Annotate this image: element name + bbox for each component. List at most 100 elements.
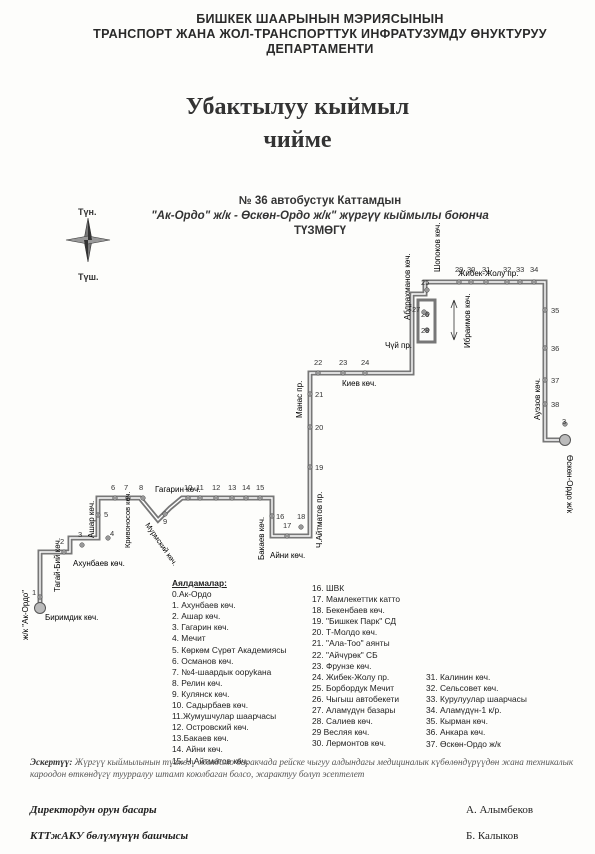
stop-number: 17 [283,521,291,530]
stop-number: 16 [276,512,284,521]
street-gagarin: Гагарин көч. [155,485,200,494]
stop-number: 33 [516,265,524,274]
compass-icon [65,217,111,263]
header-line-2: ТРАНСПОРТ ЖАНА ЖОЛ-ТРАНСПОРТТУК ИНФРАТУЗ… [93,27,547,41]
stop-marker [229,495,235,501]
legend-title: Аялдамалар: [172,578,227,588]
stop-marker [284,533,290,539]
stop-number: 2 [60,537,64,546]
legend-item: 0.Ак-Ордо [172,589,212,600]
stop-number: 37 [551,376,559,385]
stop-number: 31 [482,265,490,274]
stop-marker [421,309,427,315]
stop-marker [424,327,430,333]
street-murmansk: Мурмский көч. [143,521,179,567]
title-line-2: чийме [263,127,332,153]
stop-marker [105,535,111,541]
header-line-1: БИШКЕК ШААРЫНЫН МЭРИЯСЫНЫН [196,12,444,26]
stop-number: 25 [421,278,429,287]
stop-marker [307,391,313,397]
street-auezov: Ауэзов көч. [533,378,542,420]
stop-number: 32 [503,265,511,274]
stop-number: 6 [111,483,115,492]
legend-item: 21. "Ала-Тоо" аянты [312,638,390,649]
stop-marker [340,370,346,376]
stop-number: 24 [361,358,369,367]
legend-item: 15. Ч.Айтматов көч. [172,755,249,766]
legend-item: 37. Өскөн-Ордо ж/к [426,738,501,749]
stop-number: 23 [339,358,347,367]
stop-marker [79,542,85,548]
stop-number: 29 [455,265,463,274]
compass-north-label: Түн. [78,207,96,217]
street-shopokov: Шопоков көч. [433,223,442,272]
legend-item: 9. Кулянск көч. [172,688,230,699]
street-chui: Чүй пр. [385,341,412,350]
street-aitmatov: Ч.Айтматов пр. [315,492,324,548]
legend-item: 7. №4-шаардык ооруkана [172,666,272,677]
signature-name-1: А. Алымбеков [466,804,534,816]
stop-marker [298,524,304,530]
title-line-1: Убактылуу кыймыл [185,94,410,120]
signature-name-2: Б. Калыков [466,830,519,842]
stop-marker [562,421,568,427]
header-line-3: ДЕПАРТАМЕНТИ [266,42,374,56]
stop-marker [483,279,489,285]
legend-item: 34. Аламүдүн-1 к/р. [426,705,502,716]
stop-marker [362,370,368,376]
stop-marker [213,495,219,501]
subtitle-line-3: ТҮЗМӨГҮ [293,225,347,237]
street-birimdik: Биримдик көч. [45,613,98,622]
stop-number: 28 [421,326,429,335]
legend-item: 35. Кырман көч. [426,716,488,727]
stop-number: 26 [421,310,429,319]
legend-item: 30. Лермонтов көч. [312,738,387,749]
stop-marker [517,279,523,285]
legend-item: 11.Жумушчулар шаарчасы [172,711,277,722]
stop-number: 27 [412,305,420,314]
street-kiev: Киев көч. [342,379,376,388]
stop-number: 14 [242,483,250,492]
stop-marker [456,279,462,285]
stop-number: 15 [256,483,264,492]
stop-marker [315,370,321,376]
legend-item: 14. Айни көч. [172,744,223,755]
legend-item: 17. Мамлекеттик катто [312,594,401,605]
stop-number: 13 [228,483,236,492]
stop-number: 19 [315,463,323,472]
legend-item: 8. Релин көч. [172,677,223,688]
legend-item: 20. Т-Молдо көч. [312,627,378,638]
stop-number: 9 [163,517,167,526]
legend-item: 27. Аламүдүн базары [312,705,396,716]
stop-marker [531,279,537,285]
signature-role-1: Директордун орун басары [30,804,157,816]
stop-marker [243,495,249,501]
street-ak-ordo-side: ж/к "Ак-Ордо" [21,590,30,640]
stop-number: 4 [110,529,114,538]
stop-marker [504,279,510,285]
street-tagai-biy: Тагай-Бий көч. [53,538,62,592]
legend-item: 32. Сельсовет көч. [426,683,499,694]
stop-marker [197,495,203,501]
stop-number: 20 [315,423,323,432]
street-manas: Манас пр. [295,381,304,418]
legend-item: 22. "Айчүрөк" СБ [312,649,378,660]
stop-number: 38 [551,400,559,409]
subtitle-line-2: "Ак-Ордо" ж/к - Өскөн-Ордо ж/к" жүргүү к… [151,210,489,222]
street-akhunbaev: Ахунбаев көч. [73,559,125,568]
stop-marker [140,495,146,501]
legend-item: 6. Османов көч. [172,655,234,666]
stop-marker [542,401,548,407]
stop-legend-col-3: 31. Калинин көч.32. Сельсовет көч.33. Ку… [426,672,527,750]
stop-number: 10 [184,483,192,492]
stop-marker [37,594,43,600]
street-zhibek: Жибек-Жолу пр. [458,269,518,278]
legend-item: 29 Весляя көч. [312,727,370,738]
stop-marker [542,307,548,313]
stop-number: 8 [139,483,143,492]
subtitle-line-1: № 36 автобустук Каттамдын [238,195,402,207]
legend-item: 16. ШВК [312,583,345,593]
